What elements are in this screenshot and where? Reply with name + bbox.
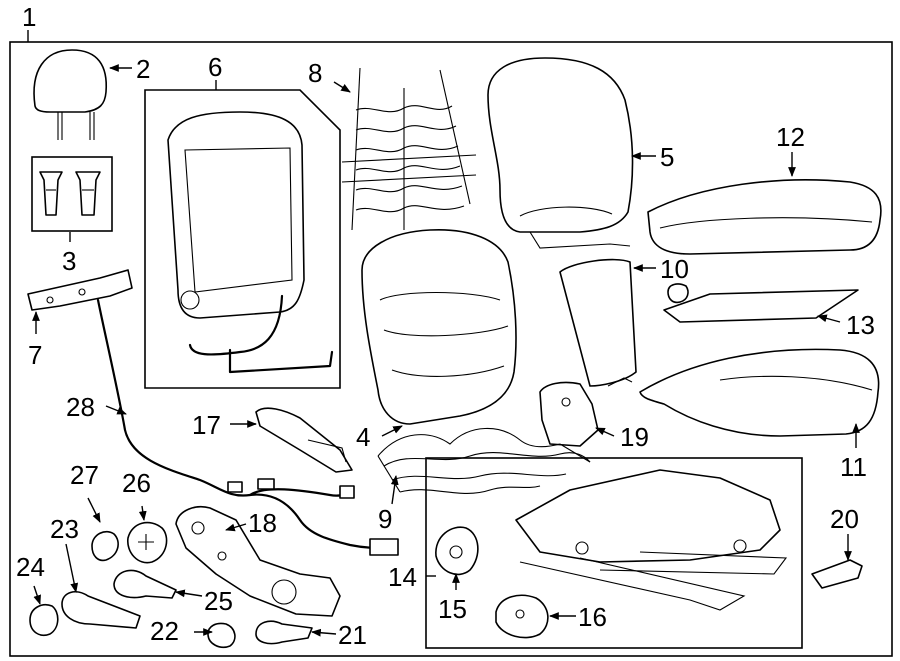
seat-cushion-part xyxy=(639,348,880,437)
seat-suspension-part xyxy=(377,427,591,494)
seat-switch-part xyxy=(811,559,863,589)
backrest-cover-part xyxy=(487,57,634,249)
headrest-part xyxy=(33,49,108,140)
callout-labels: 1 2 3 4 5 6 7 8 9 10 11 12 13 14 15 16 1… xyxy=(16,2,875,650)
side-shield-trim-part xyxy=(255,407,353,473)
cap-22-part xyxy=(207,622,236,649)
callout-8: 8 xyxy=(308,58,322,88)
handle-23-part xyxy=(61,591,141,629)
callout-15: 15 xyxy=(438,594,467,624)
callout-27: 27 xyxy=(70,460,99,490)
callout-4: 4 xyxy=(356,422,370,452)
knob-26-part xyxy=(127,521,168,564)
callout-28: 28 xyxy=(66,392,95,422)
callout-3: 3 xyxy=(62,246,76,276)
backrest-spring-mat-part xyxy=(341,67,477,231)
callout-24: 24 xyxy=(16,552,45,582)
callout-6: 6 xyxy=(208,52,222,82)
callout-11: 11 xyxy=(840,452,867,482)
callout-9: 9 xyxy=(378,504,392,534)
cover-cap-27-part xyxy=(91,530,119,562)
callout-25: 25 xyxy=(204,586,233,616)
callout-2: 2 xyxy=(136,54,150,84)
backrest-frame-group xyxy=(144,89,341,389)
callout-21: 21 xyxy=(338,620,367,650)
outer-frame xyxy=(9,30,893,657)
cushion-pad-part xyxy=(663,283,859,323)
callout-7: 7 xyxy=(28,340,42,370)
height-adjust-motor-part xyxy=(495,594,549,639)
handle-21-part xyxy=(255,620,313,645)
seat-track-group xyxy=(425,457,803,649)
callout-12: 12 xyxy=(776,122,805,152)
callout-19: 19 xyxy=(620,422,649,452)
callout-20: 20 xyxy=(830,504,859,534)
backrest-pad-part xyxy=(361,229,517,425)
callout-26: 26 xyxy=(122,468,151,498)
callout-23: 23 xyxy=(50,514,79,544)
knob-25-part xyxy=(113,569,177,599)
outer-side-shield-part xyxy=(175,506,341,617)
lumbar-module-part xyxy=(539,381,599,447)
callout-18: 18 xyxy=(248,508,277,538)
cap-24-part xyxy=(29,604,59,636)
leader-lines xyxy=(32,64,860,637)
callout-14: 14 xyxy=(388,562,417,592)
trim-bracket-part xyxy=(27,269,133,311)
recliner-motor-part xyxy=(435,526,479,576)
back-panel-part xyxy=(559,258,637,387)
callout-22: 22 xyxy=(150,616,179,646)
callout-10: 10 xyxy=(660,254,689,284)
callout-13: 13 xyxy=(846,310,875,340)
callout-5: 5 xyxy=(660,142,674,172)
seat-cushion-cover-part xyxy=(647,179,882,255)
callout-16: 16 xyxy=(578,602,607,632)
callout-17: 17 xyxy=(192,410,221,440)
headrest-guides-part xyxy=(31,156,113,232)
callout-1: 1 xyxy=(22,2,36,32)
